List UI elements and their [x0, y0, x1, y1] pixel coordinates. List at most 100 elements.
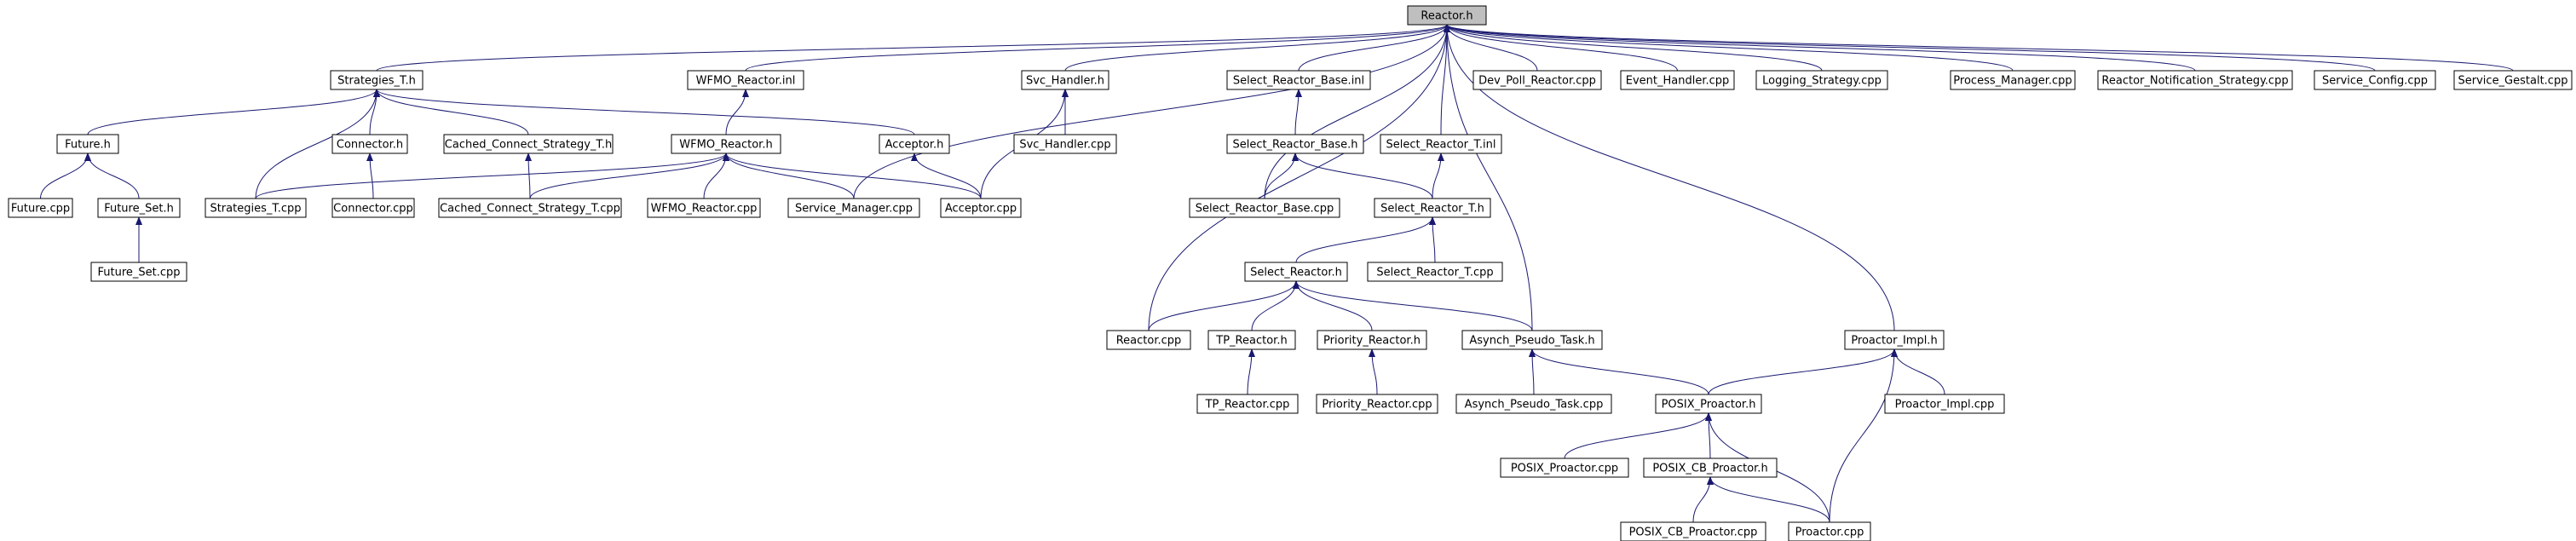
node-asynch-pseudo-task-h[interactable]: Asynch_Pseudo_Task.h	[1461, 330, 1603, 350]
node-reactor-h[interactable]: Reactor.h	[1407, 5, 1487, 26]
node-box	[331, 198, 415, 218]
node-select-reactor-h[interactable]: Select_Reactor.h	[1244, 262, 1348, 282]
node-posix-cb-proactor-cpp[interactable]: POSIX_CB_Proactor.cpp	[1620, 521, 1766, 541]
edge-n34-n38	[1247, 348, 1255, 395]
node-logging-strategy-cpp[interactable]: Logging_Strategy.cpp	[1755, 70, 1888, 90]
node-box	[1013, 134, 1117, 154]
node-label: TP_Reactor.cpp	[1205, 399, 1290, 412]
node-service-gestalt-cpp[interactable]: Service_Gestalt.cpp	[2453, 70, 2573, 90]
node-service-manager-cpp[interactable]: Service_Manager.cpp	[787, 198, 920, 218]
node-label: Svc_Handler.cpp	[1019, 139, 1110, 152]
node-dev-poll-reactor-cpp[interactable]: Dev_Poll_Reactor.cpp	[1472, 70, 1602, 90]
node-posix-cb-proactor-h[interactable]: POSIX_CB_Proactor.h	[1643, 458, 1778, 478]
node-box	[1500, 458, 1629, 478]
node-service-config-cpp[interactable]: Service_Config.cpp	[2314, 70, 2436, 90]
node-tp-reactor-h[interactable]: TP_Reactor.h	[1207, 330, 1296, 350]
node-tp-reactor-cpp[interactable]: TP_Reactor.cpp	[1196, 394, 1299, 414]
edge-n15-n22	[255, 153, 729, 199]
edge-n0-n11	[1444, 24, 2514, 72]
node-select-reactor-t-h[interactable]: Select_Reactor_T.h	[1374, 198, 1491, 218]
node-box	[1884, 394, 2005, 414]
node-select-reactor-t-inl[interactable]: Select_Reactor_T.inl	[1380, 134, 1502, 154]
edge-n15-n27	[723, 153, 982, 199]
edge-layer	[40, 24, 2514, 523]
edge-n29-n31	[1295, 216, 1436, 263]
node-box	[1189, 198, 1340, 218]
node-priority-reactor-h[interactable]: Priority_Reactor.h	[1317, 330, 1427, 350]
node-priority-reactor-cpp[interactable]: Priority_Reactor.cpp	[1316, 394, 1438, 414]
node-label: Connector.cpp	[333, 203, 413, 216]
node-posix-proactor-cpp[interactable]: POSIX_Proactor.cpp	[1500, 458, 1629, 478]
node-event-handler-cpp[interactable]: Event_Handler.cpp	[1620, 70, 1735, 90]
edge-n31-n34	[1251, 280, 1300, 331]
node-label: POSIX_Proactor.cpp	[1511, 463, 1618, 475]
node-future-cpp[interactable]: Future.cpp	[8, 198, 73, 218]
node-wfmo-reactor-h[interactable]: WFMO_Reactor.h	[671, 134, 781, 154]
node-svc-handler-h[interactable]: Svc_Handler.h	[1021, 70, 1109, 90]
node-label: Priority_Reactor.cpp	[1322, 399, 1432, 412]
node-strategies-t-h[interactable]: Strategies_T.h	[330, 70, 424, 90]
edge-n31-n36	[1293, 280, 1533, 331]
node-box	[1196, 394, 1299, 414]
node-select-reactor-t-cpp[interactable]: Select_Reactor_T.cpp	[1367, 262, 1503, 282]
node-acceptor-h[interactable]: Acceptor.h	[879, 134, 950, 154]
edge-n0-n7	[1444, 24, 1823, 72]
node-label: Asynch_Pseudo_Task.h	[1469, 335, 1594, 348]
node-wfmo-reactor-cpp[interactable]: WFMO_Reactor.cpp	[647, 198, 761, 218]
edge-n44-n46	[1707, 476, 1830, 523]
node-process-manager-cpp[interactable]: Process_Manager.cpp	[1950, 70, 2076, 90]
node-label: Select_Reactor_Base.cpp	[1196, 203, 1334, 216]
node-proactor-cpp[interactable]: Proactor.cpp	[1788, 521, 1871, 541]
node-label: Reactor.cpp	[1116, 335, 1182, 348]
node-future-h[interactable]: Future.h	[56, 134, 119, 154]
node-wfmo-reactor-inl[interactable]: WFMO_Reactor.inl	[687, 70, 804, 90]
node-reactor-notification-strategy-cpp[interactable]: Reactor_Notification_Strategy.cpp	[2097, 70, 2293, 90]
node-strategies-t-cpp[interactable]: Strategies_T.cpp	[205, 198, 307, 218]
edge-n19-n29	[1432, 153, 1444, 199]
edge-n37-n41	[1708, 348, 1898, 395]
node-box	[1788, 521, 1871, 541]
node-box	[940, 198, 1022, 218]
edge-n0-n37	[1444, 24, 1895, 331]
node-proactor-impl-h[interactable]: Proactor_Impl.h	[1844, 330, 1945, 350]
node-box	[1317, 330, 1427, 350]
edge-n0-n26	[853, 24, 1450, 199]
node-box	[56, 134, 119, 154]
edge-n14-n24	[525, 153, 533, 199]
node-reactor-cpp[interactable]: Reactor.cpp	[1106, 330, 1191, 350]
node-label: Service_Config.cpp	[2322, 75, 2428, 88]
node-select-reactor-base-h[interactable]: Select_Reactor_Base.h	[1226, 134, 1364, 154]
node-box	[90, 262, 187, 282]
node-proactor-impl-cpp[interactable]: Proactor_Impl.cpp	[1884, 394, 2005, 414]
node-label: Svc_Handler.h	[1026, 75, 1104, 88]
node-label: Logging_Strategy.cpp	[1762, 75, 1882, 88]
node-acceptor-cpp[interactable]: Acceptor.cpp	[940, 198, 1022, 218]
edge-n15-n26	[723, 153, 855, 199]
node-box	[1207, 330, 1296, 350]
node-connector-h[interactable]: Connector.h	[331, 134, 408, 154]
edge-n0-n3	[1064, 24, 1450, 72]
node-box	[205, 198, 307, 218]
edge-n0-n2	[745, 24, 1450, 72]
edge-n36-n41	[1529, 348, 1709, 395]
node-future-set-cpp[interactable]: Future_Set.cpp	[90, 262, 187, 282]
node-future-set-h[interactable]: Future_Set.h	[97, 198, 181, 218]
node-select-reactor-base-cpp[interactable]: Select_Reactor_Base.cpp	[1189, 198, 1340, 218]
node-asynch-pseudo-task-cpp[interactable]: Asynch_Pseudo_Task.cpp	[1455, 394, 1612, 414]
node-label: Reactor_Notification_Strategy.cpp	[2101, 75, 2288, 88]
node-box	[879, 134, 950, 154]
edge-n4-n18	[1294, 89, 1302, 135]
node-posix-proactor-h[interactable]: POSIX_Proactor.h	[1655, 394, 1762, 414]
edge-n2-n15	[725, 89, 749, 135]
edge-n1-n16	[373, 89, 915, 135]
node-box	[1455, 394, 1612, 414]
node-box	[330, 70, 424, 90]
node-label: Future.h	[65, 139, 111, 152]
node-connector-cpp[interactable]: Connector.cpp	[331, 198, 415, 218]
node-cached-connect-strategy-t-h[interactable]: Cached_Connect_Strategy_T.h	[443, 134, 614, 154]
node-label: Proactor_Impl.h	[1851, 335, 1937, 348]
node-cached-connect-strategy-t-cpp[interactable]: Cached_Connect_Strategy_T.cpp	[438, 198, 622, 218]
node-select-reactor-base-inl[interactable]: Select_Reactor_Base.inl	[1226, 70, 1371, 90]
node-svc-handler-cpp[interactable]: Svc_Handler.cpp	[1013, 134, 1117, 154]
